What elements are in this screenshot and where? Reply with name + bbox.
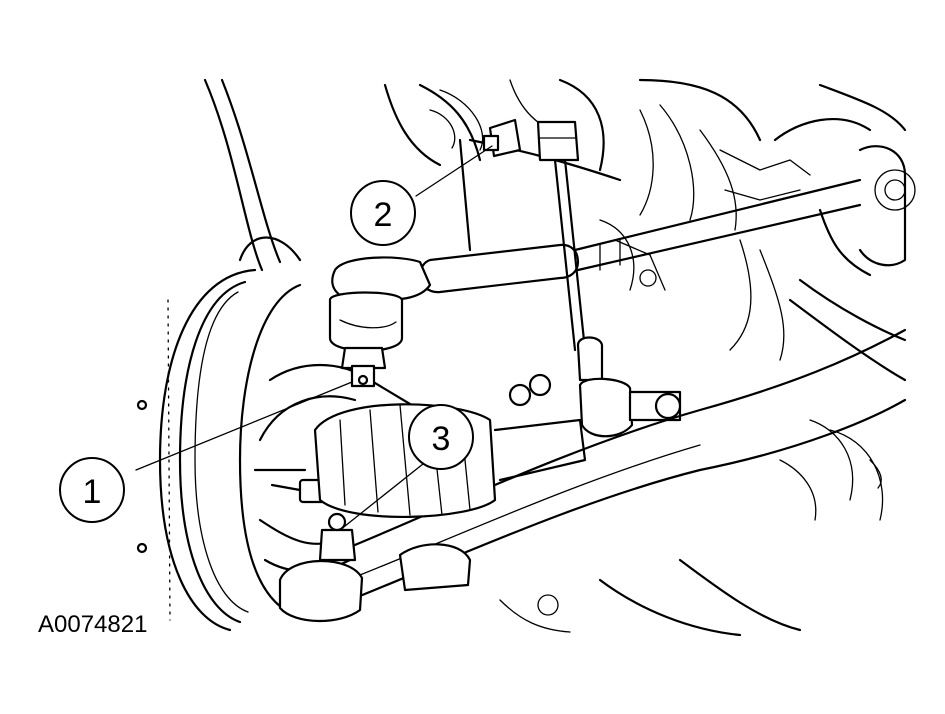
callout-3: 3 — [408, 404, 474, 470]
brake-rotor — [136, 236, 302, 632]
leader-line-3 — [339, 459, 429, 531]
lower-ball-joint — [278, 512, 472, 623]
figure-id-label: A0074821 — [38, 611, 147, 638]
stabilizer-link — [482, 118, 682, 438]
callout-1: 1 — [59, 457, 125, 523]
callout-2-label: 2 — [374, 196, 393, 234]
callout-3-label: 3 — [432, 420, 451, 458]
leader-line-1 — [135, 381, 353, 471]
leader-line-2 — [415, 145, 493, 197]
lower-control-arm — [328, 145, 916, 602]
callout-1-label: 1 — [83, 473, 102, 511]
callout-2: 2 — [350, 180, 416, 246]
leader-lines — [135, 145, 493, 531]
tie-rod-end — [328, 256, 432, 388]
